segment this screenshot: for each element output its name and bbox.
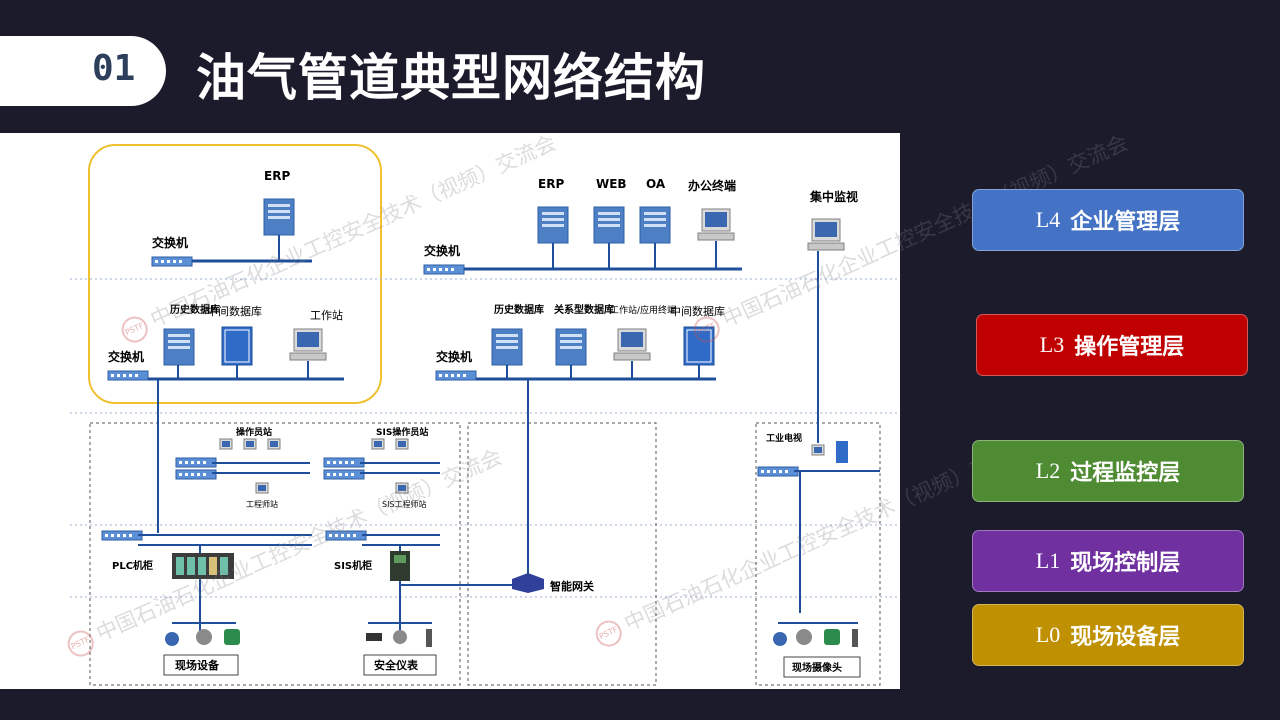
sis-operator-station-pcs <box>371 438 409 450</box>
label-ws-app: 工作站/应用终端 <box>610 304 676 316</box>
history-db-server-right <box>491 328 523 366</box>
mid-db-cabinet-right <box>683 326 715 366</box>
sis-cabinet <box>390 551 410 581</box>
label-sis-operator-station: SIS操作员站 <box>376 426 428 438</box>
section-number: 01 <box>92 48 136 89</box>
label-oa: OA <box>646 177 666 191</box>
switch-l4-left <box>151 256 193 267</box>
switch-l2-sis-b <box>323 469 365 480</box>
label-switch-l4-right: 交换机 <box>424 243 460 258</box>
label-eng-station: 工程师站 <box>246 499 278 509</box>
label-erp-left: ERP <box>264 169 290 183</box>
switch-l4-right <box>423 264 465 275</box>
label-industrial-tv: 工业电视 <box>766 432 802 444</box>
network-diagram: ERP 交换机 历史数据库 中间数据库 工作站 交换机 ERP WEB OA 办… <box>0 133 900 689</box>
switch-l2-left-b <box>175 469 217 480</box>
switch-l3-left <box>107 370 149 381</box>
field-device-box <box>163 654 239 676</box>
label-mid-db-right: 中间数据库 <box>670 304 725 318</box>
label-mid-db-left: 中间数据库 <box>207 304 262 318</box>
label-switch-l3-left: 交换机 <box>108 349 144 364</box>
plc-cabinet <box>172 553 234 579</box>
mid-db-cabinet-left <box>221 326 253 366</box>
web-server <box>593 206 625 244</box>
label-relational-db: 关系型数据库 <box>554 303 614 316</box>
switch-l2-tv <box>757 466 799 477</box>
industrial-tv-server <box>836 441 848 463</box>
erp-server-right <box>537 206 569 244</box>
label-history-db-left: 历史数据库 <box>170 303 220 316</box>
field-camera-icons <box>773 629 858 647</box>
safety-instrument-box <box>363 654 437 676</box>
smart-gateway <box>512 573 544 593</box>
label-workstation-left: 工作站 <box>310 308 343 322</box>
history-db-server-left <box>163 328 195 366</box>
label-safety-instrument: 安全仪表 <box>374 658 419 672</box>
label-web: WEB <box>596 177 627 191</box>
label-erp-right: ERP <box>538 177 564 191</box>
relational-db-server <box>555 328 587 366</box>
switch-l3-right <box>435 370 477 381</box>
switch-l1-left <box>101 530 143 541</box>
field-device-icons <box>165 629 240 646</box>
label-sis-cabinet: SIS机柜 <box>334 559 372 572</box>
label-office-terminal: 办公终端 <box>688 178 736 193</box>
label-history-db-right: 历史数据库 <box>494 303 544 316</box>
label-central-monitor: 集中监视 <box>809 189 858 204</box>
workstation-pc-left <box>289 328 327 361</box>
industrial-tv-pc <box>811 444 825 456</box>
eng-station-pc <box>255 482 269 494</box>
label-smart-gateway: 智能网关 <box>550 579 594 593</box>
safety-instrument-icons <box>366 629 432 647</box>
central-monitor-pc <box>807 218 845 251</box>
operator-station-pcs <box>219 438 281 450</box>
switch-l1-sis <box>325 530 367 541</box>
switch-l2-sis <box>323 457 365 468</box>
section-number-badge: 01 <box>0 36 166 106</box>
label-switch-l4-left: 交换机 <box>152 235 188 250</box>
field-camera-box <box>783 656 861 678</box>
label-operator-station: 操作员站 <box>236 426 272 438</box>
office-terminal-pc <box>697 208 735 241</box>
enterprise-zone-outline <box>88 144 382 404</box>
label-plc-cabinet: PLC机柜 <box>112 559 153 572</box>
oa-server <box>639 206 671 244</box>
sis-eng-station-pc <box>395 482 409 494</box>
ws-app-pc <box>613 328 651 361</box>
page-title: 油气管道典型网络结构 <box>196 49 706 107</box>
label-field-camera: 现场摄像头 <box>792 661 842 674</box>
label-switch-l3-right: 交换机 <box>436 349 472 364</box>
label-sis-eng-station: SIS工程师站 <box>382 499 427 509</box>
label-field-device: 现场设备 <box>175 658 220 672</box>
switch-l2-left <box>175 457 217 468</box>
erp-server-left <box>263 198 295 236</box>
